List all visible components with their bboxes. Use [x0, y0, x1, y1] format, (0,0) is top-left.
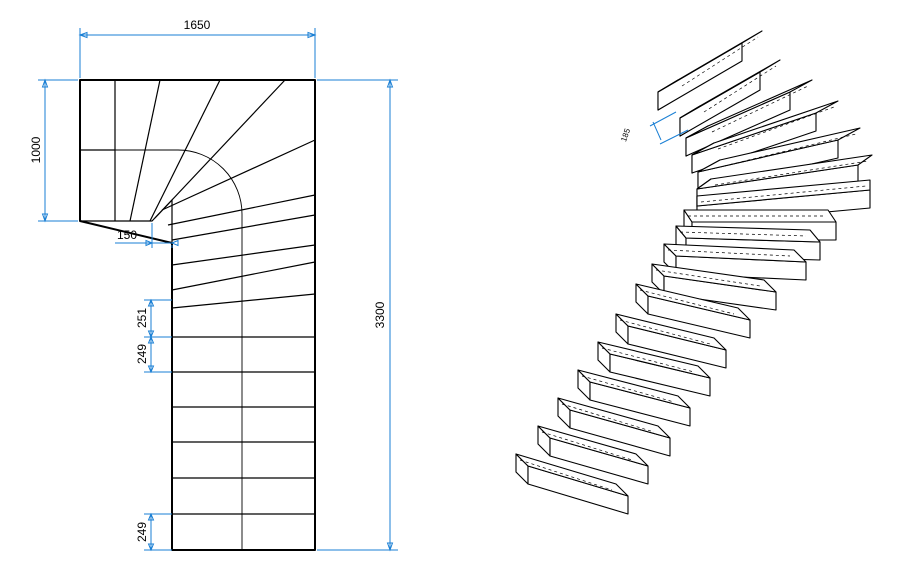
iso-step-hidden-edge — [519, 459, 613, 491]
iso-step — [679, 59, 781, 137]
iso-step — [657, 30, 763, 111]
iso-step-top — [577, 369, 691, 409]
dim-landing-depth: 1000 — [29, 78, 78, 223]
iso-step-hidden-edge — [561, 403, 655, 433]
iso-step-hidden-edge — [723, 133, 857, 167]
iso-step-top — [615, 313, 727, 351]
iso-step-top — [679, 59, 781, 119]
iso-step — [615, 313, 727, 369]
iso-step-hidden-edge — [581, 375, 675, 403]
dim-tread-upper-label: 249 — [135, 344, 149, 364]
iso-step-hidden-edge — [717, 106, 835, 150]
dim-total-length-label: 3300 — [373, 301, 387, 328]
iso-step — [515, 453, 629, 515]
iso-step-top — [696, 179, 871, 207]
dim-total-width-label: 1650 — [184, 18, 211, 32]
iso-step-top — [657, 30, 763, 93]
dim-inner-offset: 150 — [115, 223, 179, 248]
iso-step-hidden-edge — [541, 431, 633, 461]
iso-step-top — [597, 341, 711, 379]
iso-step-top — [691, 100, 839, 156]
iso-step — [537, 425, 649, 485]
dim-inner-offset-label: 150 — [117, 228, 137, 242]
iso-step — [635, 283, 751, 339]
iso-step — [597, 341, 711, 397]
dim-total-length: 3300 — [317, 78, 398, 552]
iso-step-hidden-edge — [601, 347, 695, 373]
walking-line — [80, 149, 243, 550]
iso-step-top — [685, 79, 813, 139]
iso-step-hidden-edge — [667, 249, 791, 257]
straight-treads — [172, 336, 315, 515]
dim-winder-tread-label: 251 — [135, 308, 149, 328]
winder-treads — [129, 79, 316, 309]
iso-step — [685, 79, 813, 157]
dim-riser-height: 185 — [619, 111, 689, 145]
iso-step-top — [557, 397, 671, 439]
dim-total-width: 1650 — [78, 18, 317, 78]
isometric-view — [515, 30, 873, 515]
iso-step — [691, 100, 839, 174]
plan-view: 1650 1000 150 3300 — [29, 18, 398, 552]
iso-step — [557, 397, 671, 457]
dim-tread-lower-label: 249 — [135, 522, 149, 542]
iso-step-top — [697, 127, 861, 173]
iso-step-top — [651, 263, 777, 293]
dim-winder-tread: 251 — [135, 298, 172, 339]
dim-tread-lower: 249 — [135, 512, 172, 552]
iso-step-top — [696, 154, 873, 190]
iso-step-hidden-edge — [703, 65, 777, 113]
iso-step — [651, 263, 777, 311]
iso-step-top — [515, 453, 629, 497]
dim-tread-upper: 249 — [135, 335, 172, 374]
dim-riser-height-label: 185 — [619, 127, 632, 143]
dim-landing-depth-label: 1000 — [29, 136, 43, 163]
iso-step-hidden-edge — [714, 160, 869, 186]
iso-step-top — [537, 425, 649, 467]
iso-step-hidden-edge — [700, 185, 867, 203]
iso-step — [577, 369, 691, 427]
iso-step-hidden-edge — [639, 289, 735, 315]
